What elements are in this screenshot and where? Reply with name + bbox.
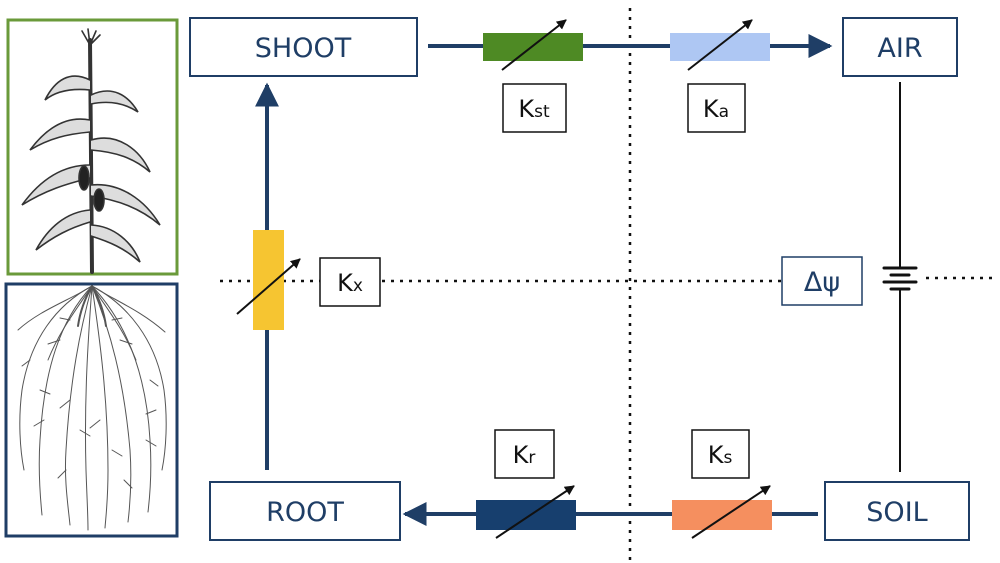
node-soil: SOIL bbox=[824, 481, 970, 541]
ka-label-main: K bbox=[703, 95, 720, 123]
ks-resistor bbox=[672, 500, 772, 530]
kr-label-sub: r bbox=[528, 448, 535, 468]
kr-label-box: Kr bbox=[494, 429, 555, 479]
maize-root-system-drawing bbox=[17, 285, 167, 531]
kst-variable-arrow bbox=[501, 19, 567, 71]
ka-label-sub: a bbox=[719, 102, 729, 122]
kx-variable-arrow bbox=[236, 258, 301, 315]
node-shoot-label: SHOOT bbox=[255, 33, 352, 64]
svg-text:Ks: Ks bbox=[708, 441, 733, 469]
node-shoot: SHOOT bbox=[189, 17, 418, 77]
node-soil-label: SOIL bbox=[866, 497, 927, 528]
ka-variable-arrow bbox=[687, 19, 753, 71]
ks-label-main: K bbox=[708, 441, 725, 469]
svg-text:Kst: Kst bbox=[518, 95, 550, 123]
kst-label-main: K bbox=[518, 95, 535, 123]
kr-resistor bbox=[476, 500, 576, 530]
ks-label-box: Ks bbox=[691, 429, 750, 479]
svg-text:Kx: Kx bbox=[337, 269, 363, 297]
ka-resistor bbox=[670, 33, 770, 61]
svg-text:Ka: Ka bbox=[703, 95, 729, 123]
kx-label-main: K bbox=[337, 269, 354, 297]
node-air-label: AIR bbox=[877, 33, 922, 64]
kr-variable-arrow bbox=[495, 485, 575, 539]
potential-label: Δψ bbox=[804, 267, 840, 298]
node-root-label: ROOT bbox=[266, 497, 344, 528]
kst-label-sub: st bbox=[534, 102, 550, 122]
plant-illustration bbox=[4, 18, 179, 538]
battery-symbol bbox=[882, 266, 918, 291]
svg-text:Kr: Kr bbox=[513, 441, 536, 469]
maize-shoot-drawing bbox=[21, 28, 161, 274]
kx-label-box: Kx bbox=[319, 257, 381, 307]
node-root: ROOT bbox=[209, 481, 401, 541]
kr-label-main: K bbox=[513, 441, 530, 469]
kx-label-sub: x bbox=[353, 276, 363, 296]
kst-label-box: Kst bbox=[502, 83, 567, 133]
ka-label-box: Ka bbox=[687, 83, 746, 133]
ks-variable-arrow bbox=[691, 485, 771, 539]
kx-resistor bbox=[253, 230, 284, 330]
potential-label-box: Δψ bbox=[781, 256, 863, 306]
root-image-frame bbox=[4, 282, 179, 538]
node-air: AIR bbox=[842, 17, 958, 77]
ks-label-sub: s bbox=[723, 448, 732, 468]
